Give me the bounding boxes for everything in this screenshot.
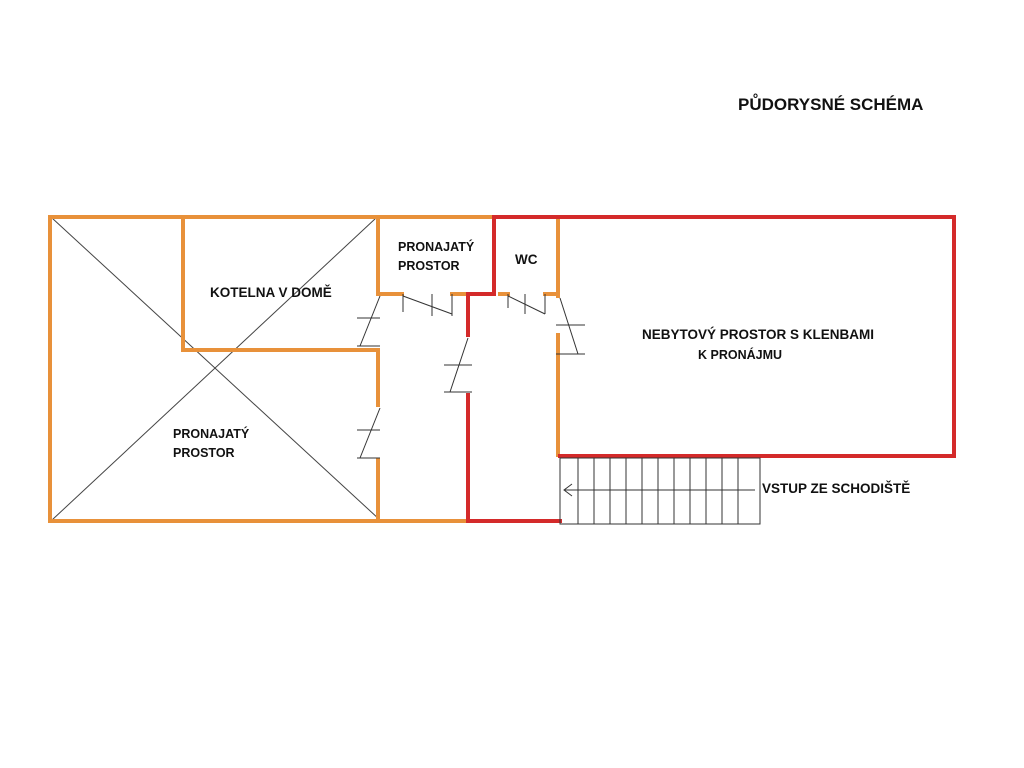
- rented-room-cross: [51, 217, 381, 521]
- rented-left-label-line2: PROSTOR: [173, 446, 235, 460]
- boiler-room-label: KOTELNA V DOMĚ: [210, 285, 332, 300]
- door-icon: [556, 297, 585, 355]
- door-icon: [444, 337, 472, 393]
- commercial-label-line1: NEBYTOVÝ PROSTOR S KLENBAMI: [642, 327, 874, 342]
- door-icon: [357, 407, 381, 459]
- door-icon: [402, 294, 453, 316]
- door-symbols: [357, 294, 585, 459]
- door-icon: [357, 295, 381, 347]
- entrance-label: VSTUP ZE SCHODIŠTĚ: [762, 481, 910, 496]
- staircase: [559, 457, 761, 525]
- plan-title: PŮDORYSNÉ SCHÉMA: [738, 94, 923, 114]
- rented-small-label-line2: PROSTOR: [398, 259, 460, 273]
- door-icon: [507, 294, 546, 315]
- for-rent-walls: [466, 215, 956, 523]
- commercial-label-line2: K PRONÁJMU: [698, 347, 782, 362]
- rented-walls: [48, 215, 560, 523]
- rented-small-label-line1: PRONAJATÝ: [398, 239, 475, 254]
- wc-label: WC: [515, 252, 538, 267]
- rented-left-label-line1: PRONAJATÝ: [173, 426, 250, 441]
- arrow-left-icon: [563, 483, 573, 497]
